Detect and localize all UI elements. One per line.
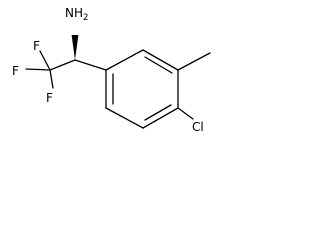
amine-subscript: 2 (83, 13, 88, 23)
bond-c1-c2 (49, 59, 76, 71)
bond-c2-f-top (39, 50, 51, 71)
wedge-bond-c1-n (71, 35, 79, 60)
bond-c2-f-bottom (49, 69, 54, 89)
bond-c2-f-left (25, 68, 51, 71)
fluorine-bottom-label: F (46, 91, 53, 105)
ring-bond-4 (142, 107, 179, 129)
amine-label: NH2 (65, 6, 88, 23)
bond-ring-methyl (177, 52, 211, 71)
fluorine-top-label: F (33, 39, 40, 53)
ring-bond-1 (105, 49, 144, 71)
amine-symbol: NH (65, 6, 83, 20)
ring-double-bond-top (144, 56, 173, 74)
ring-double-bond-bottom (144, 104, 172, 121)
bond-c1-ring (74, 59, 107, 71)
ring-bond-5 (105, 107, 144, 129)
chlorine-label: Cl (192, 120, 204, 134)
bond-ring-cl (177, 107, 194, 120)
molecule-structure: NH2 F F F Cl (12, 6, 211, 134)
ring-bond-2 (142, 49, 179, 71)
fluorine-left-label: F (12, 64, 19, 78)
